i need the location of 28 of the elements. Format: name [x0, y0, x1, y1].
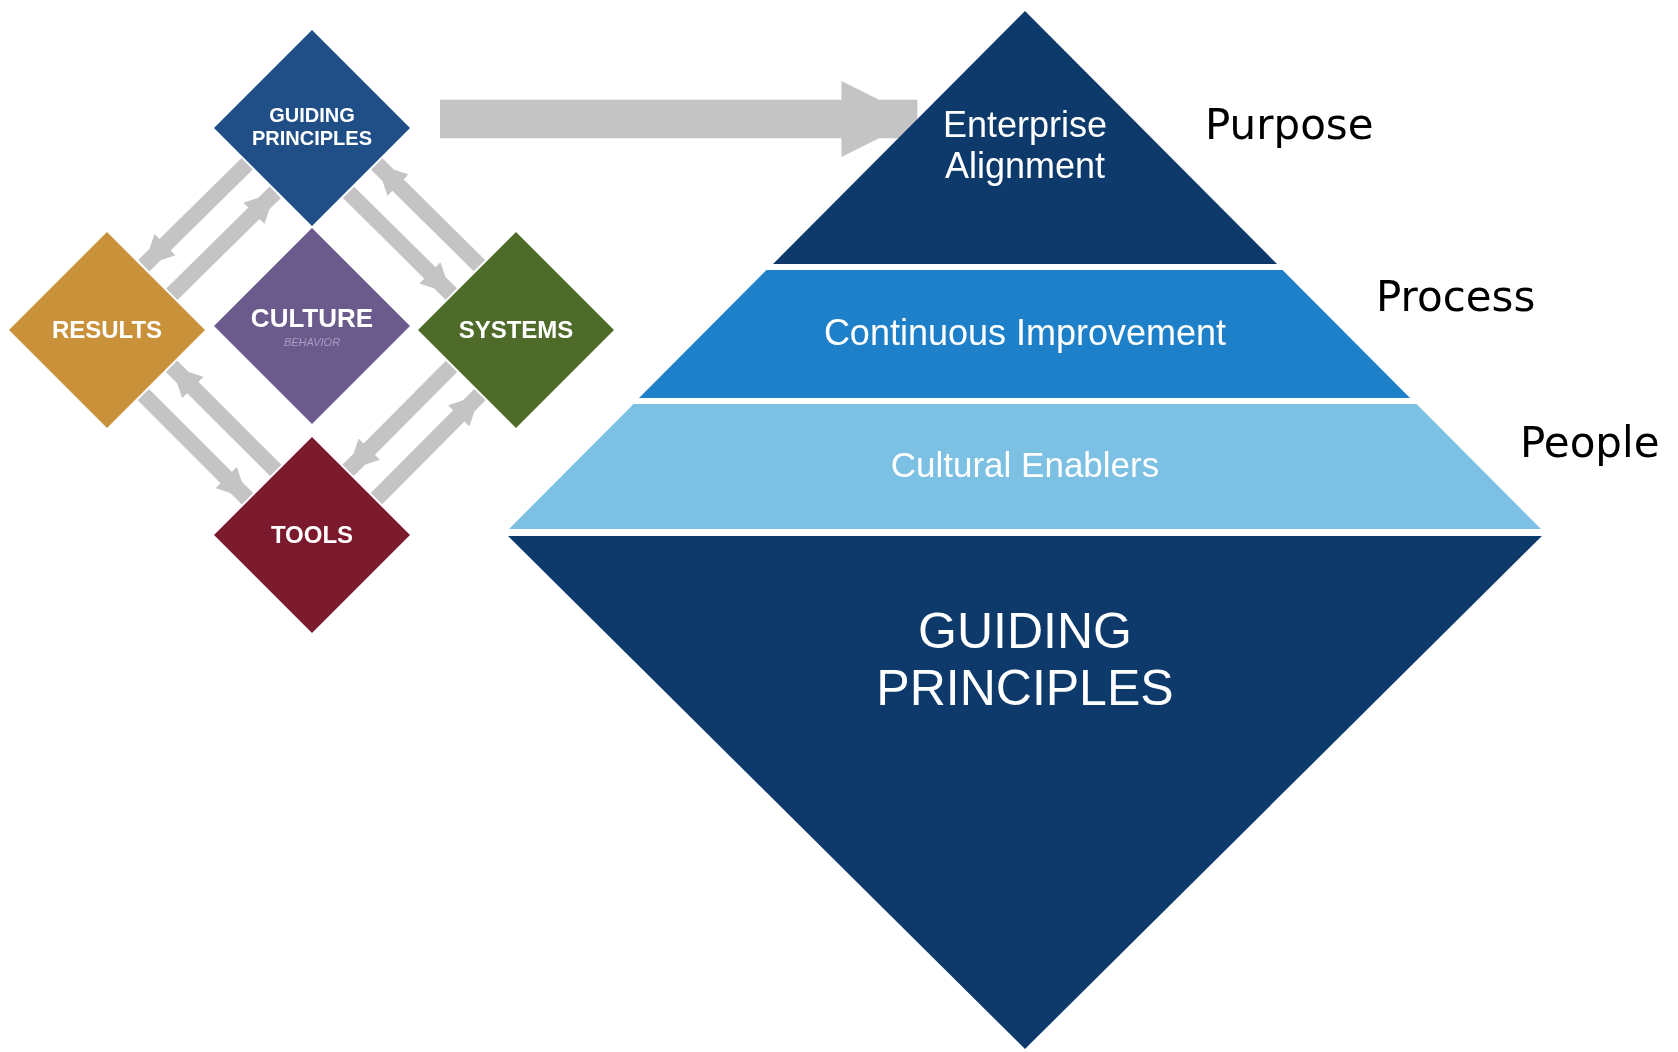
arrow: [342, 360, 458, 476]
arrow: [166, 186, 281, 300]
arrow: [138, 158, 253, 272]
diamond-base: [508, 536, 1542, 1049]
arrow: [370, 389, 486, 505]
arrow: [440, 81, 918, 157]
level-label: People: [1520, 418, 1660, 467]
tile-label: RESULTS: [50, 316, 164, 344]
arrow: [342, 186, 457, 300]
tile-label: CULTURE: [249, 304, 375, 334]
arrow: [371, 158, 486, 272]
arrow: [137, 388, 254, 505]
diamond-tile: [214, 30, 410, 226]
level-label: Process: [1376, 272, 1536, 321]
diamond-tile: [214, 437, 410, 633]
tile-label: SYSTEMS: [457, 316, 575, 344]
diamond-tile: [214, 228, 410, 424]
band-label: GUIDING PRINCIPLES: [875, 602, 1175, 718]
band-label: Cultural Enablers: [889, 445, 1161, 486]
diamond-tile: [9, 232, 205, 428]
band-label: Continuous Improvement: [822, 312, 1228, 354]
tile-label: TOOLS: [269, 521, 355, 549]
arrow: [165, 360, 282, 477]
level-label: Purpose: [1205, 100, 1374, 149]
diamond-tile: [418, 232, 614, 428]
band-label: Enterprise Alignment: [941, 103, 1108, 187]
tile-subtitle: BEHAVIOR: [282, 336, 342, 349]
tile-label: GUIDING PRINCIPLES: [251, 104, 373, 150]
